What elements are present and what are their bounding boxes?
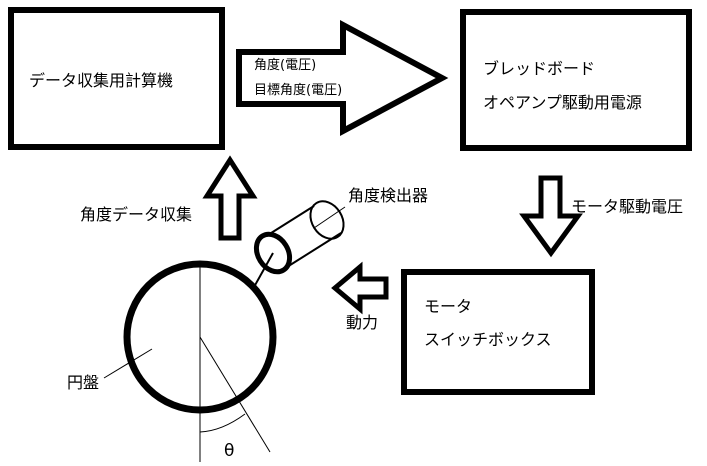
disk-label: 円盤 — [67, 373, 100, 392]
signal-label-target-angle: 目標角度(電圧) — [254, 83, 343, 98]
pc-label: データ収集用計算機 — [29, 71, 174, 90]
power-arrow — [331, 261, 389, 315]
theta-label: θ — [224, 441, 235, 461]
disk-angle-line — [199, 336, 271, 453]
switchbox-label-line1: モータ — [424, 297, 473, 316]
signal-arrow — [236, 19, 449, 137]
breadboard-label-line1: ブレッドボード — [483, 59, 596, 78]
breadboard-box — [460, 9, 692, 151]
disk-leader — [103, 348, 153, 379]
sensor-label: 角度検出器 — [348, 186, 429, 205]
switchbox-label-line2: スイッチボックス — [424, 330, 552, 349]
motor-voltage-label: モータ駆動電圧 — [571, 197, 684, 216]
signal-label-angle: 角度(電圧) — [254, 58, 317, 73]
data-collection-arrow — [202, 155, 258, 241]
breadboard-label-line2: オペアンプ駆動用電源 — [483, 93, 642, 112]
motor-voltage-arrow — [519, 175, 583, 258]
data-collection-label: 角度データ収集 — [80, 205, 193, 224]
angle-sensor — [253, 200, 346, 288]
pc-box — [8, 7, 225, 150]
switchbox-box — [401, 269, 595, 395]
power-label: 動力 — [346, 313, 379, 332]
angle-arc — [199, 413, 246, 433]
